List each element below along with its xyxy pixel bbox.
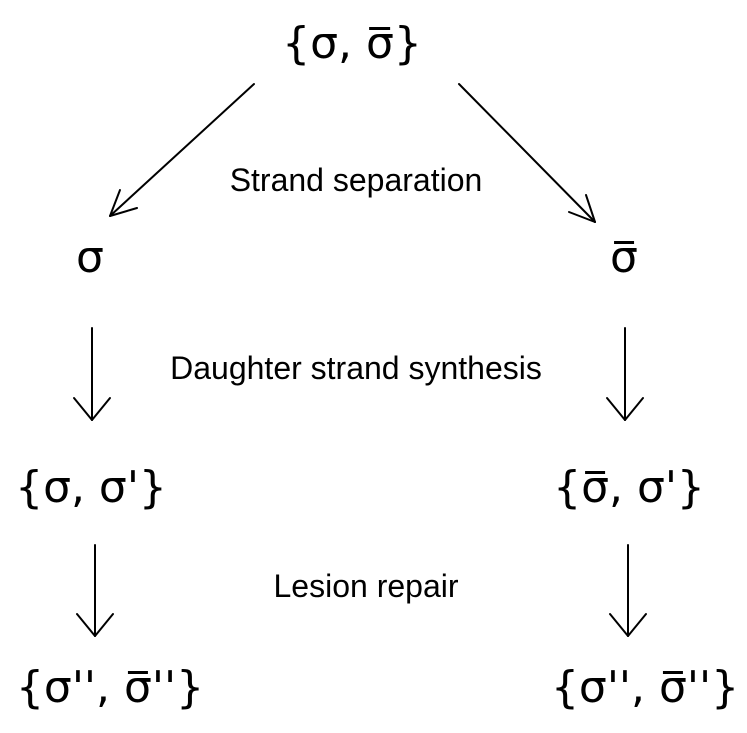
root-node-suffix: } (393, 18, 422, 69)
left-repaired-node: {σ'', σ''} (16, 666, 204, 710)
arrow-right-strand-to-duplex (606, 327, 644, 421)
strand-separation-label: Strand separation (229, 162, 483, 198)
arrow-left-strand-to-duplex (73, 327, 111, 421)
lesion-repair-label: Lesion repair (273, 568, 459, 604)
left-duplex-node: {σ, σ'} (15, 466, 167, 510)
root-node-prefix: {σ, (282, 18, 366, 69)
left-strand-node: σ (76, 236, 104, 280)
right-complement-strand-symbol: σ (610, 232, 638, 283)
right-repaired-prefix: {σ'', (550, 662, 659, 713)
arrow-right-duplex-to-repaired (609, 544, 647, 637)
right-duplex-prefix: { (553, 462, 582, 513)
right-repaired-node: {σ'', σ''} (551, 666, 739, 710)
right-duplex-node: {σ, σ'} (553, 466, 705, 510)
left-repaired-complement-symbol: σ (123, 662, 152, 713)
arrow-root-to-left-strand (109, 83, 255, 217)
right-repaired-complement-symbol: σ (658, 662, 687, 713)
right-strand-node: σ (610, 236, 638, 280)
root-duplex-node: {σ, σ} (282, 22, 422, 66)
arrow-left-duplex-to-repaired (76, 544, 114, 637)
arrow-root-to-right-strand (458, 83, 596, 223)
daughter-synthesis-label: Daughter strand synthesis (170, 350, 542, 386)
right-repaired-suffix: ''} (686, 662, 740, 713)
left-strand-symbol: σ (76, 232, 104, 283)
left-repaired-prefix: {σ'', (15, 662, 124, 713)
complement-strand-symbol: σ (365, 18, 394, 69)
left-duplex-text: {σ, σ'} (15, 462, 167, 513)
right-duplex-suffix: , σ'} (608, 462, 705, 513)
left-repaired-suffix: ''} (151, 662, 205, 713)
right-duplex-complement-symbol: σ (581, 462, 609, 513)
